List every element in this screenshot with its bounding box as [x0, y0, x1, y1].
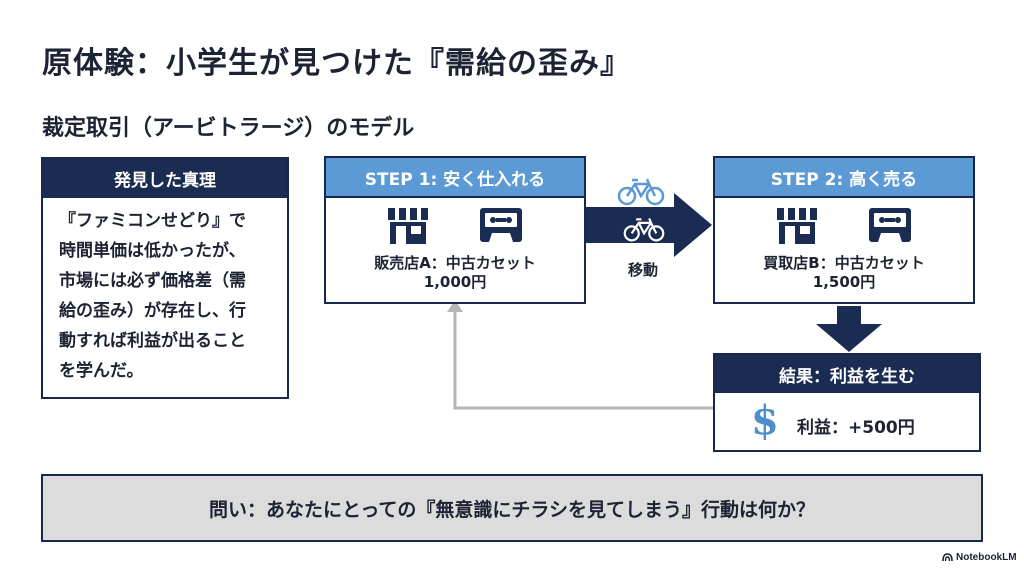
notebooklm-logo-icon: [942, 553, 953, 562]
truth-line: 給の歪み）が存在し、行: [59, 301, 246, 321]
brand-label: NotebookLM: [956, 552, 1017, 563]
step1-shop: 販売店A：中古カセット: [374, 254, 536, 272]
page-title: 原体験：小学生が見つけた『需給の歪み』: [42, 46, 631, 81]
profit-text: 利益：+500円: [797, 418, 915, 438]
cassette-icon: [480, 208, 522, 242]
truth-text: 『ファミコンせどり』で 時間単価は低かったが、 市場には必ず価格差（需 給の歪み…: [43, 198, 287, 386]
bicycle-icon: [617, 178, 665, 206]
step1-heading: STEP 1: 安く仕入れる: [326, 158, 584, 198]
question-bar: 問い：あなたにとっての『無意識にチラシを見てしまう』行動は何か？: [41, 474, 983, 542]
store-icon: [777, 208, 817, 244]
truth-heading: 発見した真理: [43, 159, 287, 198]
truth-line: を学んだ。: [59, 361, 144, 381]
step2-box: STEP 2: 高く売る 買取店B：中古カセット 1,500円: [713, 156, 975, 304]
store-icon: [388, 208, 428, 244]
step2-heading: STEP 2: 高く売る: [715, 158, 973, 198]
bicycle-icon: [623, 218, 665, 242]
truth-line: 『ファミコンせどり』で: [59, 211, 246, 231]
result-heading: 結果：利益を生む: [715, 355, 979, 393]
feedback-arrow: [447, 300, 713, 410]
brand-watermark: NotebookLM: [942, 552, 1017, 563]
truth-line: 市場には必ず価格差（需: [59, 271, 246, 291]
step2-shop: 買取店B：中古カセット: [763, 254, 925, 272]
cassette-icon: [869, 208, 911, 242]
truth-line: 動すれば利益が出ること: [59, 331, 246, 351]
truth-line: 時間単価は低かったが、: [59, 241, 246, 261]
dollar-icon: $: [751, 397, 779, 444]
step1-price: 1,000円: [423, 273, 487, 291]
discovered-truth-box: 発見した真理 『ファミコンせどり』で 時間単価は低かったが、 市場には必ず価格差…: [41, 157, 289, 399]
page-subtitle: 裁定取引（アービトラージ）のモデル: [42, 116, 415, 141]
down-arrow: [816, 306, 882, 352]
step2-price: 1,500円: [812, 273, 876, 291]
result-box: 結果：利益を生む $ 利益：+500円: [713, 353, 981, 452]
move-label: 移動: [628, 261, 659, 279]
step1-box: STEP 1: 安く仕入れる 販売店A：中古カセット 1,000円: [324, 156, 586, 304]
